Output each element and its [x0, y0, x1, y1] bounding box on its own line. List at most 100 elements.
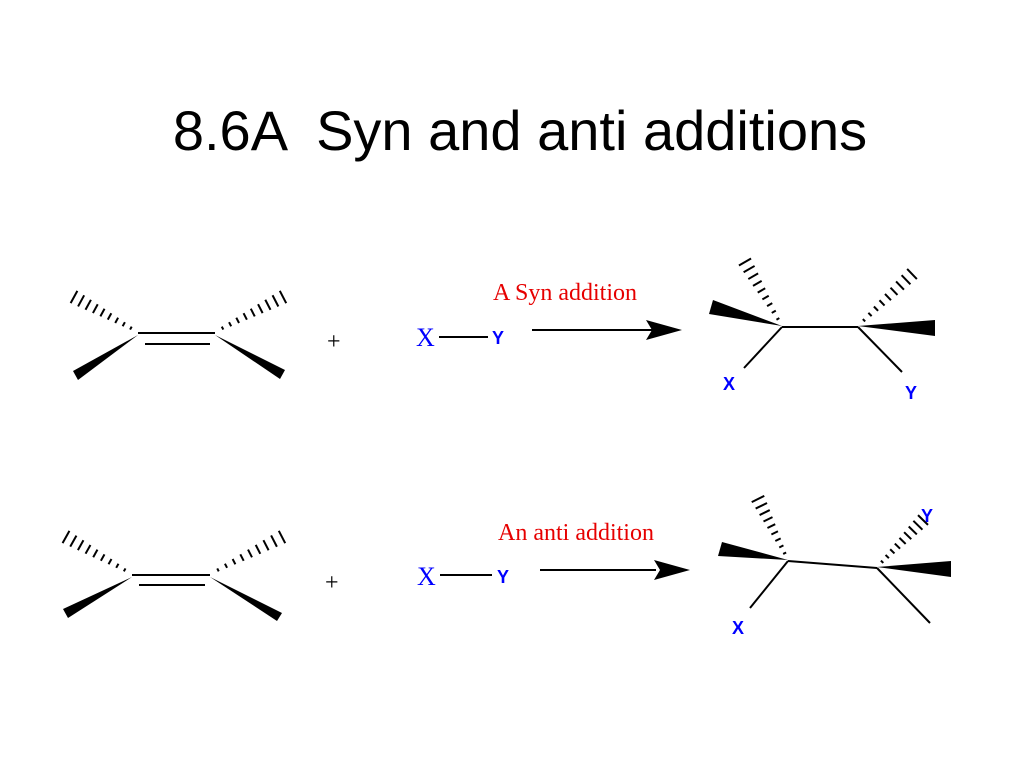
wedge-bond-right — [210, 577, 282, 621]
hash-mark — [84, 544, 92, 555]
reaction-arrow — [532, 320, 682, 340]
hash-mark — [242, 312, 248, 321]
syn-reagent: X Y — [416, 323, 504, 352]
anti-reagent: X Y — [417, 562, 509, 591]
hash-mark — [100, 553, 106, 562]
syn-addition-label: A Syn addition — [493, 280, 637, 306]
hash-mark — [121, 321, 126, 327]
wedge-bond-left — [73, 335, 138, 380]
hash-mark — [262, 539, 270, 551]
hash-mark — [264, 299, 272, 311]
hash-mark — [752, 279, 763, 287]
wedge-bond-left — [718, 542, 788, 560]
wedge-bond-right — [858, 320, 935, 336]
bond-to-y — [857, 326, 903, 373]
hash-bond-left — [69, 290, 133, 331]
hash-mark — [906, 268, 918, 280]
hash-mark — [917, 514, 929, 526]
hash-mark — [69, 535, 78, 548]
hash-mark — [751, 495, 765, 503]
hash-mark — [862, 318, 866, 323]
hash-mark — [257, 303, 264, 314]
hash-mark — [889, 287, 899, 296]
hash-mark — [239, 553, 245, 562]
hash-mark — [743, 265, 756, 274]
hash-mark — [895, 280, 905, 291]
wedge-bond-right — [877, 561, 951, 577]
hash-mark — [771, 309, 777, 314]
hash-mark — [775, 317, 780, 321]
hash-mark — [903, 531, 912, 540]
reagent-y-label: Y — [497, 567, 509, 587]
hash-mark — [216, 567, 220, 572]
anti-product: X Y — [718, 495, 951, 638]
hash-mark — [99, 308, 106, 317]
hash-mark — [900, 274, 912, 286]
reaction-arrow — [540, 560, 690, 580]
central-bond — [787, 560, 878, 569]
hash-mark — [873, 305, 879, 312]
product-x-label: X — [723, 374, 735, 394]
hash-mark — [770, 530, 779, 536]
hash-bond-left — [61, 530, 127, 572]
hash-mark — [231, 558, 237, 565]
hash-mark — [767, 523, 776, 529]
hash-mark — [247, 549, 253, 558]
hash-mark — [759, 509, 771, 516]
hash-mark — [228, 321, 233, 327]
hash-mark — [115, 563, 120, 569]
hash-mark — [249, 308, 256, 317]
hash-mark — [747, 272, 759, 280]
hash-bond-right — [216, 530, 287, 572]
product-x-label: X — [732, 618, 744, 638]
wedge-bond-right — [215, 335, 285, 379]
hash-mark — [880, 559, 885, 564]
hash-mark — [889, 548, 896, 555]
hash-mark — [220, 326, 225, 331]
hash-mark — [894, 542, 901, 550]
product-y-label: Y — [905, 383, 917, 403]
hash-mark — [77, 294, 86, 307]
hash-mark — [271, 294, 280, 307]
hash-mark — [69, 290, 79, 304]
syn-reaction: + X Y A Syn addition X Y — [69, 257, 935, 403]
hash-bond-right — [220, 290, 288, 331]
wedge-bond-left — [63, 577, 132, 618]
hash-mark — [107, 558, 113, 565]
syn-product: X Y — [709, 257, 935, 403]
hash-mark — [278, 290, 288, 304]
hash-mark — [92, 303, 99, 314]
plus-sign: + — [327, 329, 341, 355]
hash-bond-right — [880, 514, 929, 564]
hash-mark — [254, 544, 262, 555]
hash-mark — [774, 537, 782, 542]
hash-mark — [912, 520, 924, 531]
anti-alkene — [61, 530, 287, 621]
hash-mark — [763, 516, 773, 523]
syn-alkene — [69, 290, 288, 380]
anti-reaction: + X Y An anti addition X Y — [61, 495, 951, 638]
bond-to-x — [749, 560, 789, 609]
hash-mark — [92, 549, 99, 558]
hash-mark — [122, 567, 127, 572]
hash-mark — [84, 299, 92, 311]
plus-sign: + — [325, 570, 339, 596]
hash-mark — [61, 530, 71, 544]
hash-bond-left — [751, 495, 787, 555]
reagent-y-label: Y — [492, 328, 504, 348]
hash-mark — [129, 326, 133, 331]
product-y-label: Y — [921, 506, 933, 526]
hash-mark — [898, 537, 907, 545]
slide-title: 8.6A Syn and anti additions — [172, 99, 868, 162]
reagent-x-label: X — [417, 562, 436, 591]
hash-mark — [235, 317, 240, 324]
hash-mark — [755, 502, 768, 510]
hash-mark — [766, 302, 773, 308]
hash-mark — [270, 535, 278, 548]
hash-mark — [908, 525, 918, 536]
hash-mark — [738, 257, 752, 267]
anti-addition-label: An anti addition — [498, 520, 654, 546]
methyl-bond — [876, 567, 931, 624]
hash-mark — [782, 551, 787, 555]
